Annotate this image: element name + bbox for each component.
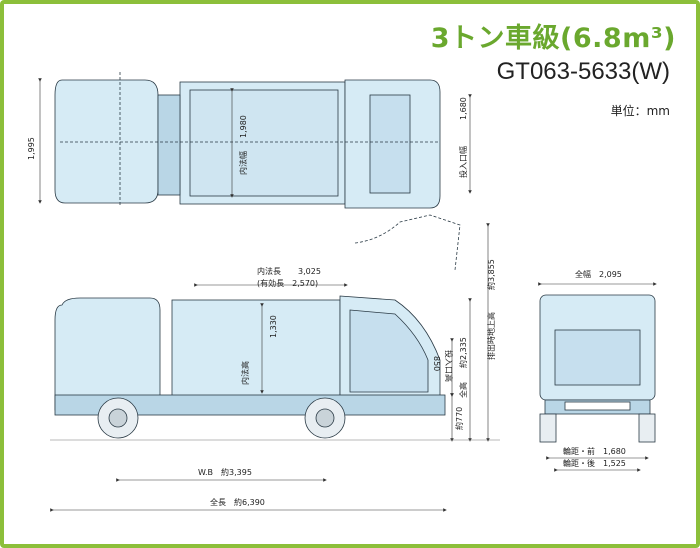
unit-label: 単位：mm — [610, 104, 670, 118]
model-number: GT063-5633(W) — [496, 58, 670, 85]
dim-effective-length: (有効長 2,570) — [257, 278, 318, 288]
dim-rear-tread: 輪距・後 1,525 — [563, 458, 626, 468]
dim-total-length: 全長 約6,390 — [210, 497, 265, 507]
dim-inner-length-label: 内法長 — [257, 266, 281, 276]
dim-hopper-width-label: 投入口幅 — [458, 146, 468, 178]
dim-wheelbase: W.B 約3,395 — [198, 467, 252, 477]
dim-front-tread: 輪距・前 1,680 — [563, 446, 626, 456]
dim-inner-height-label: 内法高 — [240, 361, 250, 385]
dim-hopper-width: 1,680 — [459, 97, 468, 120]
top-view — [54, 72, 441, 209]
side-view — [54, 214, 461, 439]
dim-total-height: 約2,335 — [458, 337, 468, 368]
dim-inner-height: 1,330 — [269, 315, 278, 338]
dim-total-height-label: 全高 — [458, 382, 468, 398]
rear-view — [539, 294, 656, 443]
dim-inner-length: 3,025 — [298, 267, 321, 276]
dim-inner-width-label: 内法幅 — [238, 151, 248, 175]
dim-discharge-height: 約3,855 — [486, 259, 496, 290]
dim-hopper-height: 850 — [432, 356, 441, 371]
dim-total-width: 全幅 2,095 — [575, 269, 622, 279]
dim-inner-width: 1,980 — [239, 115, 248, 138]
page-title: 3トン車級(6.8m³) — [430, 23, 676, 54]
dim-hopper-ground: 約770 — [454, 407, 464, 430]
dim-hopper-height-label: 投入口高 — [444, 350, 454, 382]
dim-discharge-height-label: 排出時地上高 — [486, 312, 496, 360]
dim-top-width: 1,995 — [27, 137, 36, 160]
